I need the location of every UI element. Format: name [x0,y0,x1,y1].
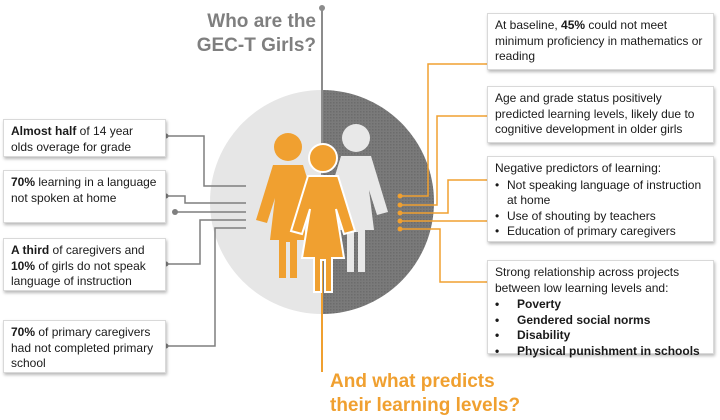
finding-heading: Negative predictors of learning: [495,161,662,175]
fact-text: learning in a language not spoken at hom… [11,175,157,205]
left-connectors [166,135,246,347]
divider-top-dot [319,5,325,11]
fact-text: of 14 year olds overage for grade [11,124,134,154]
fact-text: of caregivers and [49,243,145,257]
list-item: Physical punishment in schools [495,344,706,360]
fact-bold: 10% [11,258,36,273]
fact-bold: Almost half [11,124,77,138]
fact-bold: 70% [11,325,36,339]
finding-text: Age and grade status positively predicte… [495,91,695,136]
right-connectors [400,63,487,283]
finding-box-negative-predictors: Negative predictors of learning: Not spe… [487,156,714,242]
fact-text: of girls do not speak language of instru… [11,258,146,289]
title-what-predicts: And what predicts their learning levels? [330,371,521,416]
list-item: Not speaking language of instruction at … [495,178,706,209]
list-item: Gendered social norms [495,313,706,329]
finding-box-strong-relationship: Strong relationship across projects betw… [487,260,714,359]
list-item: Disability [495,328,706,344]
fact-text: of primary caregivers had not completed … [11,325,154,370]
finding-text: At baseline, [495,18,562,32]
finding-text: could not meet minimum proficiency in ma… [495,18,703,63]
finding-box-baseline: At baseline, 45% could not meet minimum … [487,13,714,70]
list-item: Use of shouting by teachers [495,209,706,225]
fact-bold: 70% [11,175,36,189]
fact-bold: A third [11,243,50,257]
fact-box-overage: Almost half of 14 year olds overage for … [3,119,166,157]
right-connector-dots [397,193,403,232]
fact-box-language-home: 70% learning in a language not spoken at… [3,170,166,223]
finding-bold: 45% [561,18,586,32]
list-item: Poverty [495,297,706,313]
list-item: Education of primary caregivers [495,224,706,240]
finding-box-age-grade: Age and grade status positively predicte… [487,86,714,143]
low-learning-factors-list: Poverty Gendered social norms Disability… [495,297,706,359]
finding-heading: Strong relationship across projects betw… [495,265,680,295]
girl-figure-icon [289,143,357,293]
title-who-are-girls: Who are the GEC-T Girls? [196,11,316,56]
negative-predictors-list: Not speaking language of instruction at … [495,178,706,240]
fact-box-caregiver-education: 70% of primary caregivers had not comple… [3,320,166,373]
fact-box-language-instruction: A third of caregivers and 10% of girls d… [3,238,166,291]
